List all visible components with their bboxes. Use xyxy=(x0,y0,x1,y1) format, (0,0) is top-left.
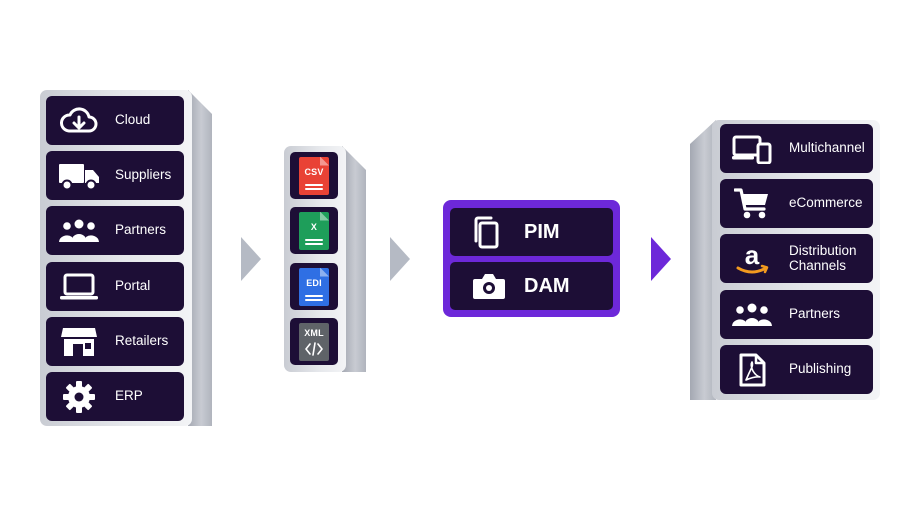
storefront-icon xyxy=(58,325,100,359)
output-card-distribution: a Distribution Channels xyxy=(720,234,873,283)
sources-panel-side xyxy=(188,90,212,426)
source-label-suppliers: Suppliers xyxy=(115,167,172,183)
output-label-publishing: Publishing xyxy=(789,361,852,377)
people-icon xyxy=(58,214,100,248)
csv-file-label: CSV xyxy=(304,166,324,177)
source-card-retailers: Retailers xyxy=(46,317,184,366)
format-card-xml: XML xyxy=(290,318,338,365)
people-icon xyxy=(731,298,773,332)
output-card-partners: Partners xyxy=(720,290,873,339)
truck-icon xyxy=(58,159,100,193)
source-card-cloud: Cloud xyxy=(46,96,184,145)
gear-icon xyxy=(58,380,100,414)
edi-file-icon: EDI xyxy=(299,267,329,306)
output-label-multichannel: Multichannel xyxy=(789,140,865,156)
format-card-edi: EDI xyxy=(290,263,338,310)
cart-icon xyxy=(731,187,773,221)
sources-panel-face xyxy=(40,90,192,426)
copy-icon xyxy=(472,216,500,255)
output-label-partners: Partners xyxy=(789,306,841,322)
hub-label-pim: PIM xyxy=(524,220,560,243)
csv-file-icon: CSV xyxy=(299,156,329,195)
xml-file-icon: XML xyxy=(299,322,329,361)
source-label-partners: Partners xyxy=(115,222,167,238)
spreadsheet-file-icon: X xyxy=(299,211,329,250)
output-card-ecommerce: eCommerce xyxy=(720,179,873,228)
source-label-erp: ERP xyxy=(115,388,143,404)
flow-arrow-3 xyxy=(651,237,671,281)
hub-label-dam: DAM xyxy=(524,274,570,297)
devices-icon xyxy=(731,132,773,166)
source-label-retailers: Retailers xyxy=(115,333,169,349)
flow-arrow-2 xyxy=(390,237,410,281)
output-card-publishing: Publishing xyxy=(720,345,873,394)
source-card-suppliers: Suppliers xyxy=(46,151,184,200)
format-card-csv: CSV xyxy=(290,152,338,199)
pdf-icon xyxy=(731,353,773,387)
output-label-ecommerce: eCommerce xyxy=(789,195,863,211)
formats-panel-side xyxy=(342,146,366,372)
amazon-icon: a xyxy=(731,240,773,276)
cloud-download-icon xyxy=(58,104,100,138)
source-label-cloud: Cloud xyxy=(115,112,151,128)
edi-file-label: EDI xyxy=(306,277,322,288)
laptop-icon xyxy=(58,270,100,304)
outputs-panel-side xyxy=(690,120,716,400)
hub-card-dam: DAM xyxy=(450,262,613,310)
svg-text:a: a xyxy=(745,240,760,270)
pim-dam-hub: PIM DAM xyxy=(443,200,620,317)
camera-icon xyxy=(472,272,506,305)
hub-card-pim: PIM xyxy=(450,208,613,256)
source-label-portal: Portal xyxy=(115,278,151,294)
output-label-distribution: Distribution Channels xyxy=(789,243,857,273)
flow-arrow-1 xyxy=(241,237,261,281)
xml-file-label: XML xyxy=(304,327,324,338)
source-card-portal: Portal xyxy=(46,262,184,311)
code-brackets-icon xyxy=(305,341,323,356)
format-card-xlsx: X xyxy=(290,207,338,254)
source-card-partners: Partners xyxy=(46,206,184,255)
spreadsheet-file-label: X xyxy=(310,221,318,232)
source-card-erp: ERP xyxy=(46,372,184,421)
output-card-multichannel: Multichannel xyxy=(720,124,873,173)
